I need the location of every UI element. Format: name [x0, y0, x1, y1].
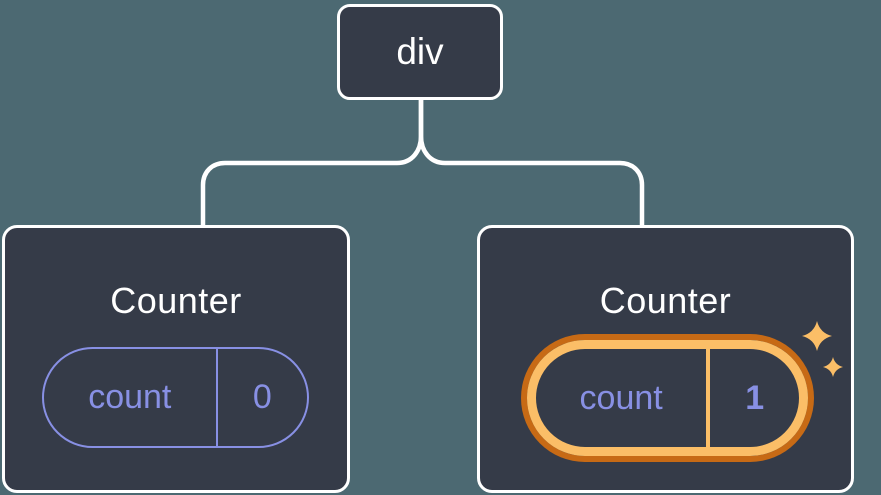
state-name-label: count — [536, 349, 711, 447]
counter-title: Counter — [110, 280, 242, 321]
tree-node-div-label: div — [396, 31, 444, 72]
state-value: 0 — [252, 378, 272, 416]
connector-left — [200, 97, 424, 229]
state-pill-count-0: count 0 — [42, 347, 309, 448]
connector-right — [418, 97, 645, 229]
counter-card-right: Counter count 1 — [477, 225, 854, 493]
tree-node-div: div — [337, 4, 503, 100]
state-value: 1 — [745, 378, 765, 417]
state-pill-count-1-highlighted: count 1 — [527, 340, 808, 456]
counter-card-left: Counter count 0 — [2, 225, 350, 493]
counter-title: Counter — [599, 280, 732, 321]
state-name-label: count — [44, 349, 218, 446]
